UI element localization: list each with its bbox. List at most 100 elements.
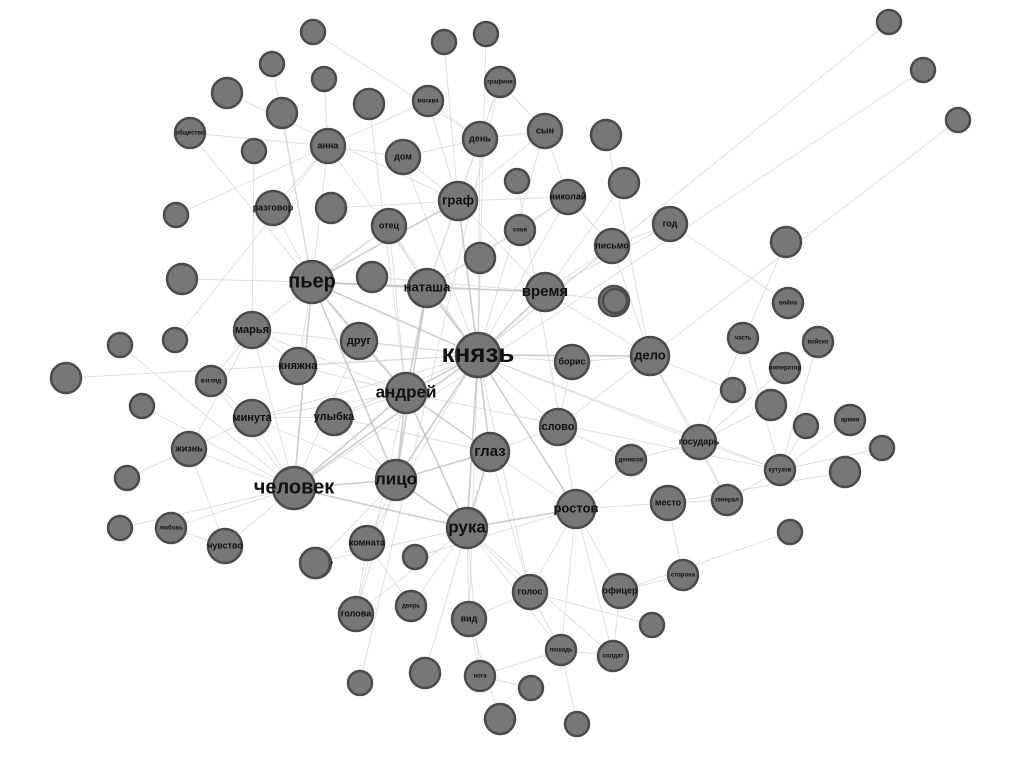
node-unlabeled[interactable]	[352, 87, 386, 121]
node-unlabeled[interactable]	[828, 455, 862, 489]
node-минута[interactable]: минута	[232, 398, 273, 438]
node-голова[interactable]: голова	[337, 595, 375, 633]
node-unlabeled[interactable]	[483, 702, 517, 736]
node-unlabeled[interactable]	[106, 331, 134, 359]
node-улыбка[interactable]: улыбка	[314, 397, 356, 437]
node-unlabeled[interactable]	[719, 376, 747, 404]
node-unlabeled[interactable]	[258, 50, 286, 78]
node-княжна[interactable]: княжна	[278, 346, 318, 386]
node-письмо[interactable]: письмо	[593, 227, 631, 265]
node-circle	[726, 321, 760, 355]
node-генерал[interactable]: генерал	[710, 483, 744, 517]
node-unlabeled[interactable]	[298, 546, 332, 580]
node-unlabeled[interactable]	[601, 287, 629, 315]
node-unlabeled[interactable]	[875, 8, 903, 36]
node-граф[interactable]: граф	[437, 180, 479, 222]
node-вид[interactable]: вид	[450, 600, 488, 638]
node-николай[interactable]: николай	[550, 178, 587, 216]
node-князь[interactable]: князь	[442, 331, 515, 379]
node-unlabeled[interactable]	[265, 96, 299, 130]
node-unlabeled[interactable]	[240, 137, 268, 165]
node-место[interactable]: место	[649, 484, 687, 522]
node-день[interactable]: день	[461, 120, 499, 158]
node-unlabeled[interactable]	[463, 241, 497, 275]
node-армия[interactable]: армия	[833, 403, 867, 437]
node-кутузов[interactable]: кутузов	[763, 453, 797, 487]
node-любовь[interactable]: любовь	[154, 511, 188, 545]
node-лицо[interactable]: лицо	[374, 458, 418, 502]
node-unlabeled[interactable]	[162, 201, 190, 229]
node-unlabeled[interactable]	[607, 166, 641, 200]
node-рука[interactable]: рука	[445, 506, 489, 550]
node-марья[interactable]: марья	[232, 310, 272, 350]
node-unlabeled[interactable]	[589, 118, 623, 152]
node-unlabeled[interactable]	[210, 76, 244, 110]
node-unlabeled[interactable]	[49, 361, 83, 395]
node-время[interactable]: время	[522, 271, 568, 313]
node-дело[interactable]: дело	[629, 335, 671, 377]
node-андрей[interactable]: андрей	[376, 371, 437, 415]
node-война[interactable]: война	[771, 286, 805, 320]
node-unlabeled[interactable]	[868, 434, 896, 462]
node-unlabeled[interactable]	[503, 167, 531, 195]
node-часть[interactable]: часть	[726, 321, 760, 355]
node-год[interactable]: год	[651, 205, 689, 243]
node-unlabeled[interactable]	[161, 326, 189, 354]
node-circle	[374, 458, 418, 502]
node-unlabeled[interactable]	[517, 674, 545, 702]
node-человек[interactable]: человек	[254, 465, 336, 511]
node-unlabeled[interactable]	[944, 106, 972, 134]
node-unlabeled[interactable]	[113, 464, 141, 492]
node-unlabeled[interactable]	[472, 20, 500, 48]
node-сын[interactable]: сын	[526, 112, 564, 150]
node-общество[interactable]: общество	[173, 116, 207, 150]
node-сторона[interactable]: сторона	[666, 558, 700, 592]
node-анна[interactable]: анна	[309, 127, 347, 165]
node-unlabeled[interactable]	[430, 28, 458, 56]
node-нога[interactable]: нога	[463, 659, 497, 693]
node-разговор[interactable]: разговор	[253, 189, 294, 227]
node-москва[interactable]: москва	[411, 84, 445, 118]
node-unlabeled[interactable]	[128, 392, 156, 420]
node-unlabeled[interactable]	[299, 18, 327, 46]
node-государь[interactable]: государь	[679, 423, 720, 461]
node-голос[interactable]: голос	[511, 573, 549, 611]
node-unlabeled[interactable]	[314, 191, 348, 225]
node-unlabeled[interactable]	[638, 611, 666, 639]
node-unlabeled[interactable]	[792, 412, 820, 440]
node-unlabeled[interactable]	[401, 543, 429, 571]
node-графиня[interactable]: графиня	[483, 65, 517, 99]
node-unlabeled[interactable]	[754, 388, 788, 422]
node-unlabeled[interactable]	[909, 56, 937, 84]
node-пьер[interactable]: пьер	[288, 259, 336, 305]
node-отец[interactable]: отец	[370, 207, 408, 245]
node-unlabeled[interactable]	[165, 262, 199, 296]
node-unlabeled[interactable]	[310, 65, 338, 93]
node-unlabeled[interactable]	[776, 518, 804, 546]
node-unlabeled[interactable]	[346, 669, 374, 697]
node-unlabeled[interactable]	[408, 656, 442, 690]
node-unlabeled[interactable]	[563, 710, 591, 738]
node-наташа[interactable]: наташа	[404, 267, 452, 309]
node-дверь[interactable]: дверь	[394, 589, 428, 623]
node-жизнь[interactable]: жизнь	[170, 430, 208, 468]
node-денисов[interactable]: денисов	[614, 443, 648, 477]
node-дом[interactable]: дом	[384, 138, 422, 176]
node-борис[interactable]: борис	[553, 343, 591, 381]
node-лошадь[interactable]: лошадь	[544, 633, 578, 667]
node-чувство[interactable]: чувство	[206, 527, 243, 565]
node-офицер[interactable]: офицер	[601, 572, 639, 610]
node-взгляд[interactable]: взгляд	[194, 364, 228, 398]
node-ростов[interactable]: ростов	[553, 488, 599, 530]
node-друг[interactable]: друг	[339, 321, 379, 361]
node-unlabeled[interactable]	[355, 260, 389, 294]
node-глаз[interactable]: глаз	[469, 431, 511, 473]
node-солдат[interactable]: солдат	[596, 639, 630, 673]
node-слово[interactable]: слово	[538, 407, 578, 447]
node-император[interactable]: император	[768, 351, 802, 385]
node-войско[interactable]: войско	[801, 325, 835, 359]
node-соня[interactable]: соня	[503, 213, 537, 247]
node-unlabeled[interactable]	[769, 225, 803, 259]
node-комната[interactable]: комната	[348, 524, 386, 562]
node-unlabeled[interactable]	[106, 514, 134, 542]
